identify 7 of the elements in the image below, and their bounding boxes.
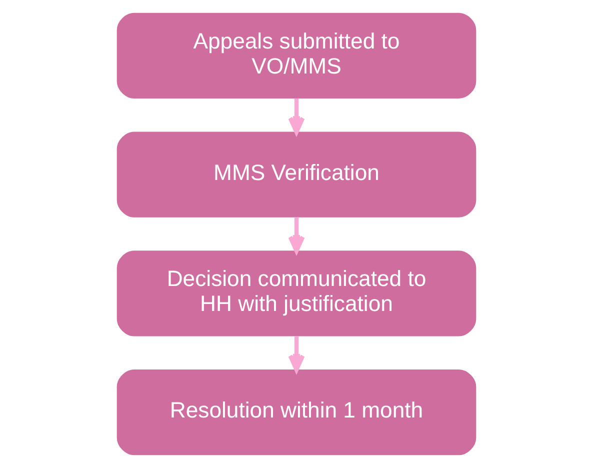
node-box: MMS Verification: [116, 132, 476, 218]
arrow: [288, 336, 305, 372]
node-box: Resolution within 1 month: [116, 369, 476, 456]
arrow: [288, 217, 305, 253]
arrow: [288, 98, 305, 134]
node-box: Decision communicated to HH with justification: [116, 250, 476, 336]
node-box: Appeals submitted to VO/MMS: [116, 12, 476, 99]
